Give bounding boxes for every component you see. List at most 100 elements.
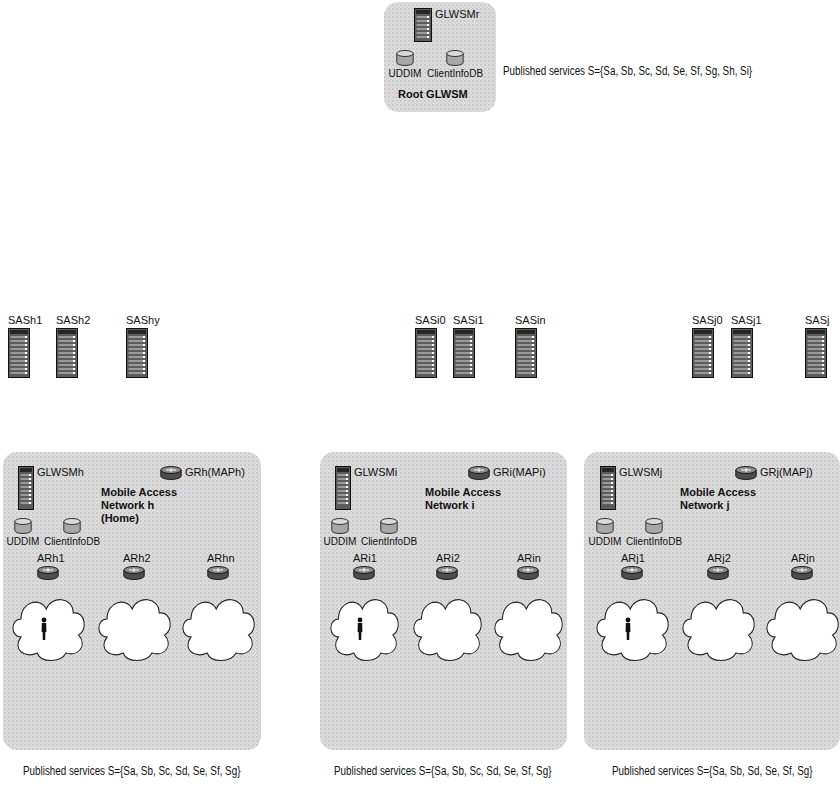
server-led	[143, 352, 145, 354]
server-led	[143, 348, 145, 350]
server-body	[516, 329, 537, 378]
router-icon-graphic	[353, 566, 375, 580]
server-slot	[456, 364, 473, 365]
server-led	[748, 368, 750, 370]
server-icon: SASj0	[692, 314, 723, 378]
router-icon-graphic	[517, 566, 539, 580]
server-slot	[695, 348, 712, 349]
database-top	[381, 519, 397, 525]
server-led	[346, 482, 348, 484]
server-cap	[337, 468, 349, 472]
server-slot	[11, 368, 28, 369]
server-led	[822, 348, 824, 350]
server-led	[25, 348, 27, 350]
server-body	[601, 467, 616, 510]
router-arrows	[359, 568, 369, 572]
server-slot	[21, 498, 32, 499]
server-slot	[11, 356, 28, 357]
region-box: GLWSMrUDDIMClientInfoDBRoot GLWSM	[384, 2, 496, 112]
server-led	[822, 336, 824, 338]
server-slot	[338, 474, 349, 475]
server-slot	[59, 336, 76, 337]
server-slot	[417, 24, 430, 25]
server-slot	[59, 372, 76, 373]
icon-label: GLWSMi	[354, 466, 397, 479]
server-slot	[129, 344, 146, 345]
cloud-shape	[183, 600, 254, 661]
server-led	[427, 16, 429, 18]
server-body	[9, 329, 30, 378]
server-slot	[338, 498, 349, 499]
server-slot	[418, 352, 435, 353]
router-icon: GRh(MAPh)	[160, 466, 245, 480]
server-led	[709, 336, 711, 338]
database-icon: UDDIM	[589, 518, 622, 548]
server-led	[748, 340, 750, 342]
server-slot	[808, 352, 825, 353]
server-slot	[21, 482, 32, 483]
server-led	[25, 340, 27, 342]
server-slot	[603, 478, 614, 479]
server-led	[73, 368, 75, 370]
server-led	[748, 344, 750, 346]
server-slot	[603, 486, 614, 487]
server-led	[432, 348, 434, 350]
server-led	[611, 482, 613, 484]
server-slot	[808, 360, 825, 361]
server-led	[346, 494, 348, 496]
router-top	[124, 567, 144, 574]
server-slot	[21, 478, 32, 479]
server-icon-graphic	[414, 8, 432, 42]
server-slot	[11, 364, 28, 365]
server-cap	[807, 330, 825, 334]
server-slot	[518, 344, 535, 345]
router-icon-graphic	[735, 466, 757, 480]
server-led	[532, 364, 534, 366]
server-led	[427, 20, 429, 22]
server-slot	[518, 348, 535, 349]
server-slot	[695, 368, 712, 369]
database-icon-graphic	[331, 518, 349, 534]
router-top	[354, 567, 374, 574]
server-slot	[695, 340, 712, 341]
server-led	[532, 356, 534, 358]
server-slot	[456, 360, 473, 361]
server-led	[611, 486, 613, 488]
server-led	[143, 368, 145, 370]
server-icon-graphic	[692, 328, 714, 378]
server-led	[748, 364, 750, 366]
icon-label: GRj(MAPj)	[760, 466, 813, 479]
server-led	[709, 368, 711, 370]
mobile-user	[42, 618, 47, 640]
server-led	[29, 498, 31, 500]
server-icon: SAShy	[126, 314, 160, 378]
server-slot	[129, 364, 146, 365]
server-slot	[808, 372, 825, 373]
database-icon-graphic	[596, 518, 614, 534]
icon-label: ARhn	[207, 552, 235, 565]
server-led	[432, 336, 434, 338]
server-led	[346, 474, 348, 476]
region-box: GLWSMjGRj(MAPj)UDDIMClientInfoDBARj1ARj2…	[584, 452, 840, 750]
server-slot	[734, 364, 751, 365]
router-arrows	[797, 568, 807, 572]
server-icon: GLWSMh	[18, 466, 84, 510]
router-arrows	[213, 568, 223, 572]
router-top	[437, 567, 457, 574]
icon-label: UDDIM	[7, 535, 40, 548]
server-slot	[734, 336, 751, 337]
server-led	[29, 494, 31, 496]
server-slot	[21, 490, 32, 491]
router-top	[161, 467, 181, 474]
server-icon: GLWSMj	[600, 466, 662, 510]
server-slot	[695, 360, 712, 361]
server-led	[346, 502, 348, 504]
server-icon: SASj	[805, 314, 829, 378]
server-slot	[734, 356, 751, 357]
server-cap	[694, 330, 712, 334]
server-cap	[58, 330, 76, 334]
cloud-shape	[767, 600, 838, 661]
router-top	[708, 567, 728, 574]
server-led	[470, 344, 472, 346]
